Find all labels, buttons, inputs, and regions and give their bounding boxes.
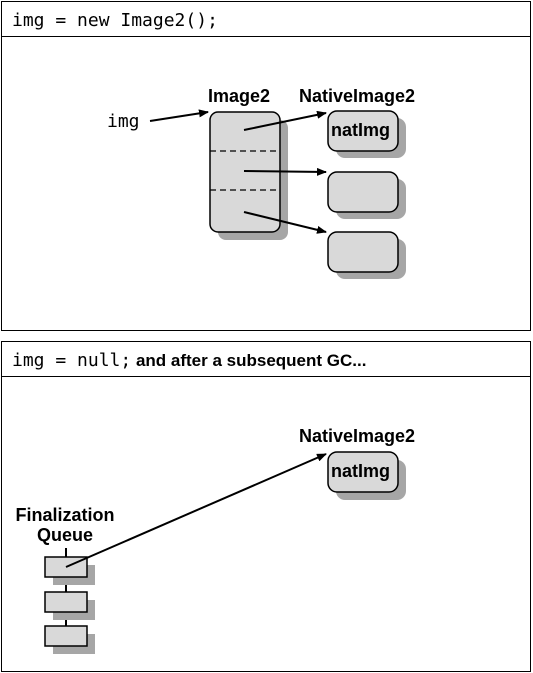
queue-slot-2 xyxy=(44,591,88,613)
queue-slot-3 xyxy=(44,625,88,647)
top-header-code: img = new Image2(); xyxy=(12,10,218,31)
native-box-3-body xyxy=(327,231,399,273)
img-arrow xyxy=(149,109,209,122)
image2-label: Image2 xyxy=(208,86,271,106)
queue-to-native-arrow xyxy=(65,453,327,568)
bottom-header-caption: and after a subsequent GC... xyxy=(131,351,367,370)
finalization-queue xyxy=(44,548,95,654)
natimg-label-bottom: natImg xyxy=(331,461,391,481)
nativeimage2-label-bottom: NativeImage2 xyxy=(299,426,416,446)
top-header-text: img = new Image2(); xyxy=(12,9,218,32)
native-box-2 xyxy=(327,171,406,219)
image2-to-native-arrow-3 xyxy=(243,211,327,234)
bottom-panel-header: img = null; and after a subsequent GC... xyxy=(2,342,530,377)
native-box-1 xyxy=(327,110,406,158)
bottom-panel: img = null; and after a subsequent GC... xyxy=(1,341,531,672)
image2-to-native-arrow-1 xyxy=(243,110,327,131)
bottom-header-text: img = null; and after a subsequent GC... xyxy=(12,349,366,372)
native-box-bottom-body xyxy=(327,451,399,493)
top-panel-header: img = new Image2(); xyxy=(2,2,530,37)
queue-label: Queue xyxy=(36,525,93,545)
native-box-1-body xyxy=(327,110,399,152)
img-label: img xyxy=(107,111,140,132)
native-box-3 xyxy=(327,231,406,279)
image2-to-native-arrow-2 xyxy=(243,167,327,176)
bottom-header-code: img = null; xyxy=(12,350,132,371)
finalization-label: Finalization xyxy=(15,505,115,525)
natimg-label-top: natImg xyxy=(331,120,391,140)
native-box-2-body xyxy=(327,171,399,213)
nativeimage2-label-top: NativeImage2 xyxy=(299,86,416,106)
native-box-bottom xyxy=(327,451,406,500)
